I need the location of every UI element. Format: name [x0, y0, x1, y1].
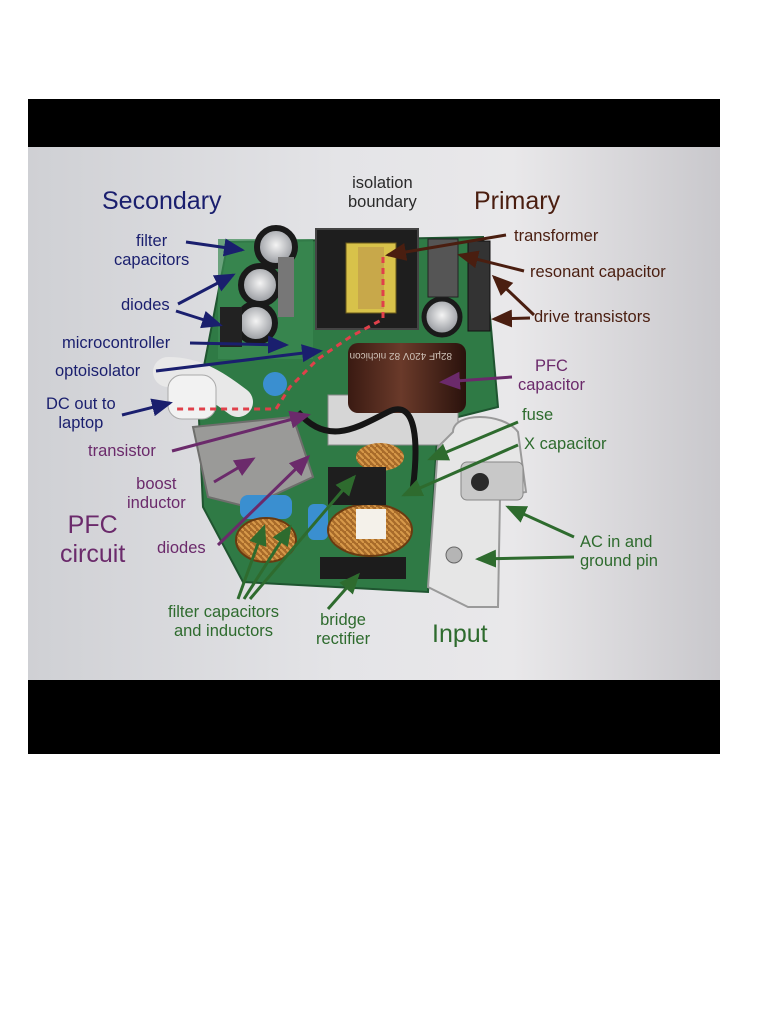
heading-pfc-line1: PFC: [67, 511, 118, 539]
heading-secondary: Secondary: [102, 187, 222, 215]
label-boost-inductor-l2: inductor: [127, 493, 186, 512]
label-fuse: fuse: [522, 406, 554, 424]
label-filter-capacitors: filter capacitors: [114, 232, 189, 270]
label-ac-in-ground-pin: AC in and ground pin: [580, 533, 658, 571]
label-pfc-capacitor: PFC capacitor: [518, 357, 585, 395]
label-microcontroller: microcontroller: [62, 334, 171, 352]
label-diodes-pfc: diodes: [157, 539, 206, 557]
label-pfc-capacitor-l1: PFC: [534, 357, 568, 375]
label-transistor: transistor: [88, 442, 156, 460]
heading-primary: Primary: [474, 187, 561, 215]
label-dc-out: DC out to laptop: [46, 395, 116, 433]
label-bridge-rectifier-l2: rectifier: [316, 629, 371, 648]
label-drive-transistors: drive transistors: [534, 308, 651, 326]
label-isolation-boundary: isolation boundary: [348, 174, 417, 212]
capacitor-print: 82µF 420V 82 nichicon: [350, 350, 453, 361]
label-diodes-secondary: diodes: [121, 296, 170, 314]
heading-input: Input: [432, 620, 488, 648]
pfc-capacitor-body: [348, 343, 466, 413]
label-boost-inductor-l1: boost: [136, 475, 177, 493]
label-dc-out-l2: laptop: [58, 413, 104, 432]
ac-input-housing: [426, 416, 528, 608]
label-ac-in-l2: ground pin: [580, 551, 658, 570]
label-resonant-capacitor: resonant capacitor: [530, 263, 666, 281]
label-boost-inductor: boost inductor: [127, 475, 186, 513]
power-supply-photo: 82µF 420V 82 nichicon: [28, 147, 720, 680]
label-isolation-l1: isolation: [352, 174, 413, 192]
label-pfc-capacitor-l2: capacitor: [518, 375, 585, 394]
heading-pfc-line2: circuit: [60, 539, 126, 568]
label-filter-caps-inductors-l1: filter capacitors: [168, 603, 279, 621]
label-filter-caps-inductors-l2: and inductors: [173, 621, 274, 640]
heading-pfc-circuit: PFC circuit: [60, 511, 125, 569]
label-ac-in-l1: AC in and: [580, 533, 653, 551]
label-isolation-l2: boundary: [348, 192, 417, 211]
label-filter-capacitors-l1: filter: [136, 232, 168, 250]
label-optoisolator: optoisolator: [55, 362, 141, 380]
circuit-board-illustration: 82µF 420V 82 nichicon: [121, 225, 575, 610]
label-dc-out-l1: DC out to: [46, 395, 116, 413]
label-filter-capacitors-l2: capacitors: [114, 250, 190, 269]
label-bridge-rectifier-l1: bridge: [320, 611, 366, 629]
label-filter-caps-inductors: filter capacitors and inductors: [168, 603, 279, 641]
label-transformer: transformer: [514, 227, 599, 245]
label-x-capacitor: X capacitor: [524, 435, 607, 453]
label-bridge-rectifier: bridge rectifier: [316, 611, 370, 649]
